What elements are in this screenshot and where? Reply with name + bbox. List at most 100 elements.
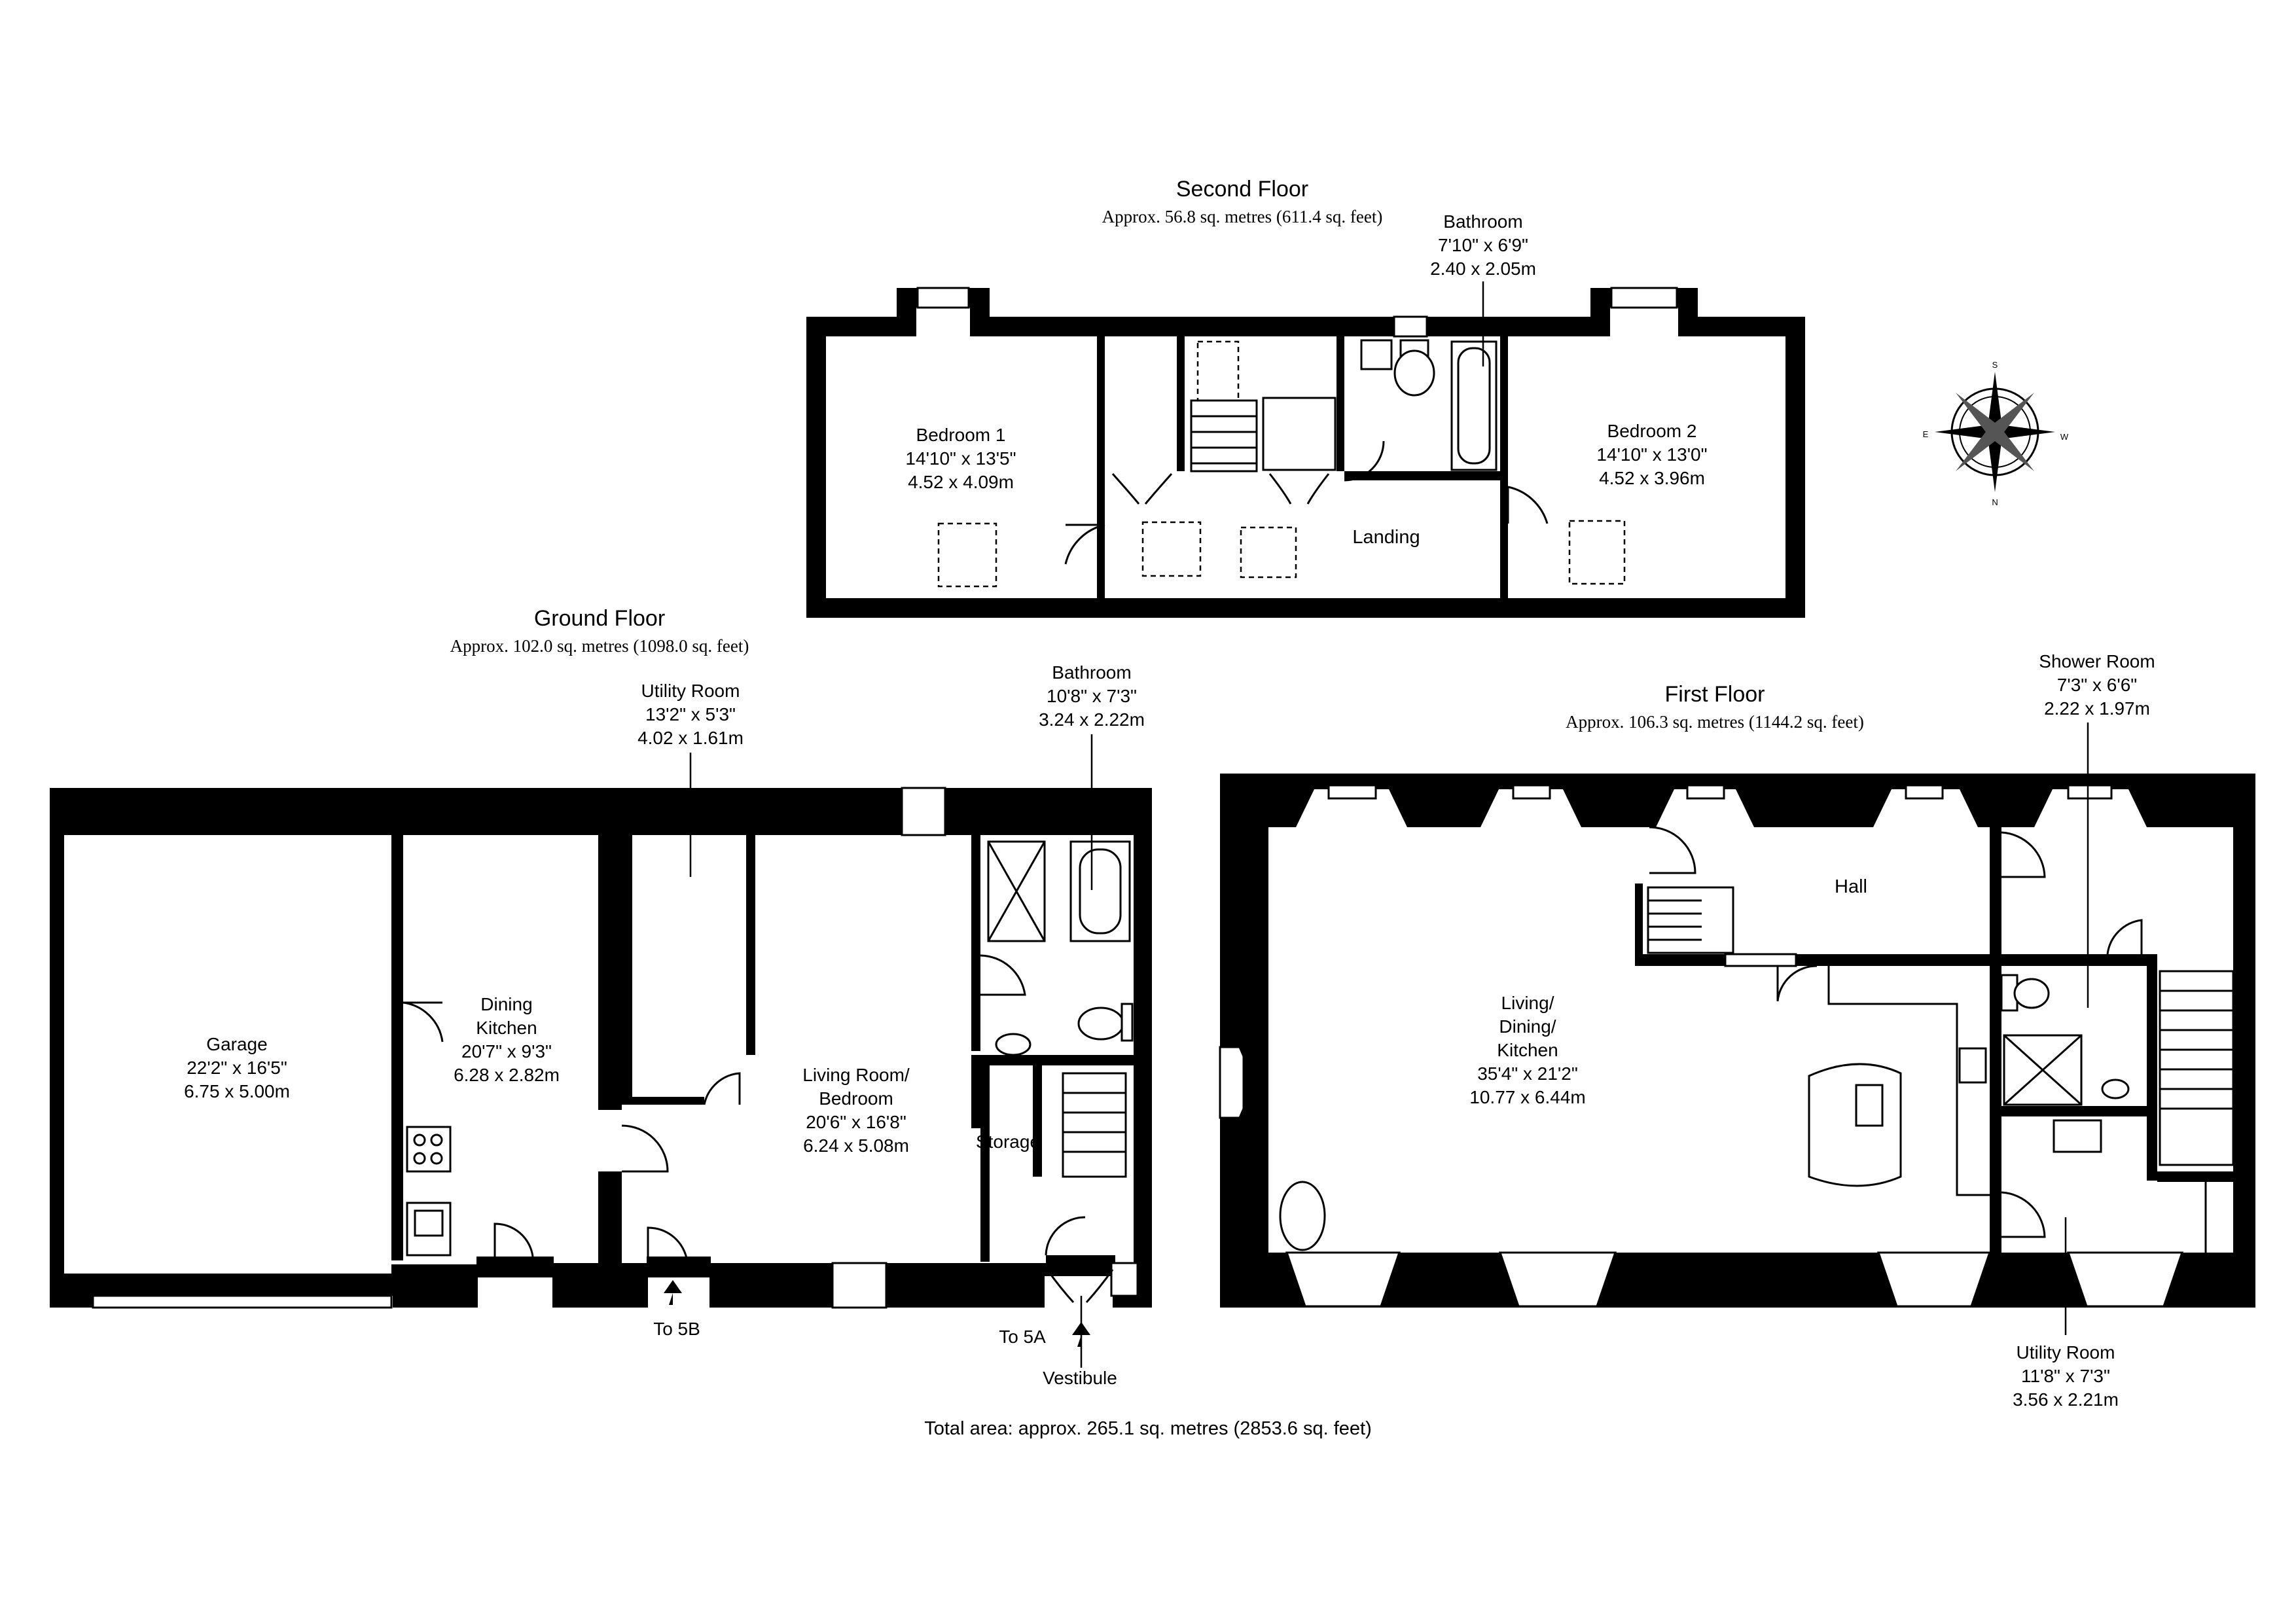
door	[1776, 965, 1818, 1002]
room-name: Bedroom 2	[1607, 421, 1697, 441]
room-dims-metric: 6.28 x 2.82m	[454, 1065, 560, 1085]
ground-floor-area: Approx. 102.0 sq. metres (1098.0 sq. fee…	[450, 636, 749, 656]
room-dims-metric: 4.52 x 4.09m	[908, 472, 1014, 492]
first-wall-shower-left	[1990, 827, 2001, 1253]
first-floor: First Floor Approx. 106.3 sq. metres (11…	[1219, 651, 2255, 1410]
door	[980, 954, 1026, 996]
room-dims-imperial: 7'10" x 6'9"	[1438, 235, 1528, 255]
first-shower-fixtures	[2000, 974, 2130, 1153]
first-wall-hall-bottom	[1635, 954, 1990, 966]
room-storage: Storage	[976, 1132, 1040, 1152]
leader-lines	[689, 281, 2089, 1368]
compass-letter: N	[1992, 497, 1998, 507]
door	[2001, 1191, 2046, 1238]
door	[493, 1222, 534, 1257]
first-window-bay	[1498, 1251, 1617, 1308]
ground-floor: Ground Floor Approx. 102.0 sq. metres (1…	[50, 606, 1152, 1388]
second-window-bed2	[1610, 287, 1678, 309]
door	[2106, 919, 2143, 955]
room-dims-imperial: 20'7" x 9'3"	[461, 1041, 552, 1061]
first-floor-area: Approx. 106.3 sq. metres (1144.2 sq. fee…	[1566, 712, 1864, 732]
exit-to-5b: To 5B	[653, 1319, 700, 1339]
room-dims-metric: 2.40 x 2.05m	[1430, 259, 1536, 279]
room-dims-imperial: 7'3" x 6'6"	[2057, 675, 2137, 695]
kitchen-island	[1808, 1063, 1902, 1187]
arrow-marker	[233, 1276, 241, 1284]
vestibule-doors	[1046, 1269, 1114, 1304]
first-kitchen-units	[1827, 966, 1990, 1196]
ground-wall-utility-bottom	[632, 1097, 704, 1105]
skylight	[937, 522, 997, 588]
room-name: Dining	[480, 994, 532, 1014]
first-window	[1327, 784, 1377, 800]
room-name: Living/	[1501, 993, 1554, 1013]
first-floor-title: First Floor	[1665, 682, 1765, 707]
first-stove	[1279, 1181, 1326, 1251]
second-window-bath	[1393, 315, 1428, 338]
second-wall-cupboard1	[1177, 334, 1185, 471]
room-living-dining-kitchen: Living/ Dining/ Kitchen 35'4" x 21'2" 10…	[1469, 993, 1585, 1107]
room-dims-metric: 2.22 x 1.97m	[2044, 698, 2150, 719]
room-dims-metric: 3.24 x 2.22m	[1039, 709, 1145, 730]
second-cupboard2	[1262, 397, 1336, 471]
ground-bath-fixtures	[987, 840, 1134, 1056]
door	[703, 1072, 741, 1105]
second-wall-bath-left	[1336, 334, 1344, 471]
first-window	[1686, 784, 1725, 800]
cupboard-doors	[1268, 473, 1330, 505]
first-window-bay	[1285, 1251, 1401, 1308]
door	[621, 1124, 669, 1173]
room-dims-imperial: 14'10" x 13'0"	[1596, 444, 1707, 465]
room-dims-metric: 4.02 x 1.61m	[637, 728, 744, 748]
door	[1507, 486, 1549, 524]
first-wall-stair	[1635, 883, 1643, 962]
first-window-side	[1219, 1046, 1245, 1119]
door	[1045, 1216, 1086, 1256]
room-bedroom1: Bedroom 1 14'10" x 13'5" 4.52 x 4.09m	[905, 425, 1016, 492]
skylight	[1240, 526, 1297, 579]
room-name: Kitchen	[476, 1018, 537, 1038]
ground-wall-bath-bottom	[971, 1055, 1134, 1065]
second-floor: Second Floor Approx. 56.8 sq. metres (61…	[806, 177, 1805, 618]
compass-letter: W	[2060, 432, 2069, 442]
room-name: Living Room/	[802, 1065, 910, 1085]
ground-wall-kitchen-low	[598, 1171, 622, 1263]
room-name: Utility Room	[641, 681, 740, 701]
skylight	[1568, 520, 1626, 585]
room-name: Bedroom 1	[916, 425, 1006, 445]
door	[647, 1226, 689, 1262]
room-dims-imperial: 10'8" x 7'3"	[1047, 686, 1137, 706]
island-sink	[1855, 1084, 1884, 1127]
first-wall-stair-bottom	[2157, 1171, 2233, 1182]
room-dims-imperial: 35'4" x 21'2"	[1477, 1063, 1578, 1084]
room-dims-imperial: 14'10" x 13'5"	[905, 448, 1016, 469]
room-dining-kitchen: Dining Kitchen 20'7" x 9'3" 6.28 x 2.82m	[454, 994, 560, 1085]
ground-wall-kitchen	[598, 835, 622, 1110]
ground-wall-bath-left	[971, 835, 980, 1051]
room-name: Bathroom	[1443, 211, 1522, 232]
ground-window-living-bottom	[831, 1262, 888, 1309]
room-utility-first: Utility Room 11'8" x 7'3" 3.56 x 2.21m	[2013, 1342, 2119, 1410]
room-bathroom-ground: Bathroom 10'8" x 7'3" 3.24 x 2.22m	[1039, 662, 1145, 730]
total-area: Total area: approx. 265.1 sq. metres (28…	[924, 1418, 1372, 1439]
room-dims-metric: 4.52 x 3.96m	[1599, 468, 1705, 488]
room-shower: Shower Room 7'3" x 6'6" 2.22 x 1.97m	[2039, 651, 2155, 719]
compass-rose: S W N E	[1923, 360, 2069, 507]
ground-wall-utility-right	[746, 835, 755, 1055]
ground-wall-stairs	[1033, 1065, 1042, 1177]
room-name: Dining/	[1499, 1016, 1556, 1037]
compass-letter: S	[1992, 360, 1998, 370]
first-floor-walls	[1220, 774, 2255, 1308]
room-living-bedroom: Living Room/ Bedroom 20'6" x 16'8" 6.24 …	[802, 1065, 910, 1156]
ground-stairs	[1062, 1072, 1127, 1178]
garage-door	[92, 1294, 393, 1309]
ground-window-living	[901, 787, 946, 836]
room-dims-metric: 6.75 x 5.00m	[184, 1081, 290, 1101]
second-floor-walls	[806, 288, 1805, 618]
first-hob	[1958, 1047, 1987, 1084]
compass-letter: E	[1923, 429, 1929, 439]
first-window	[1905, 784, 1944, 800]
first-window	[1512, 784, 1551, 800]
room-dims-imperial: 22'2" x 16'5"	[187, 1058, 287, 1078]
